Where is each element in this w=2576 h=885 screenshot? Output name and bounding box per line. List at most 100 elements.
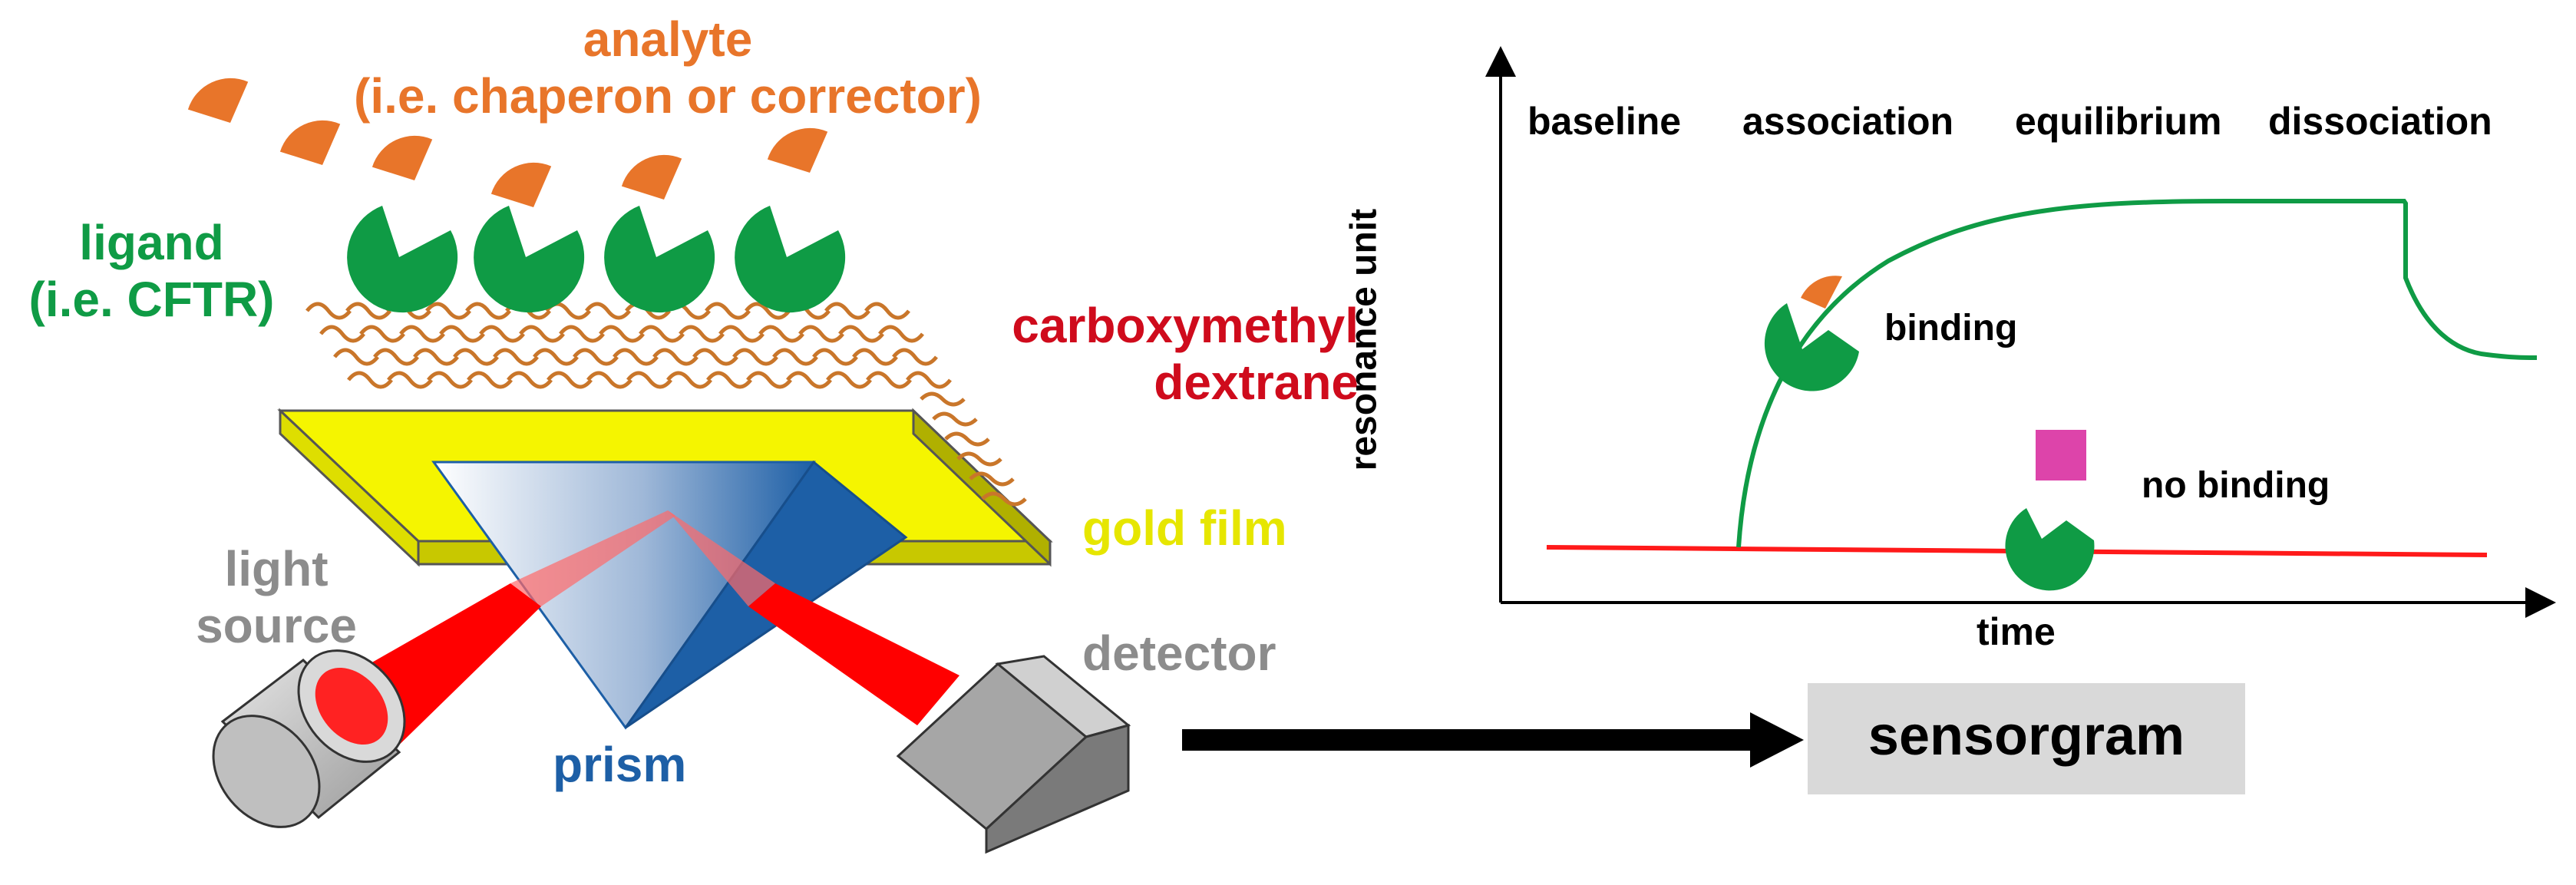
ligand-title: ligand [79,215,224,270]
dextran-strand [798,325,844,343]
dextran-strand [453,348,499,366]
dextran-strand [467,371,513,389]
dextran-strand [732,348,778,366]
analyte-group [187,78,828,207]
dextran-strand [705,302,751,320]
dextran-strand [599,325,645,343]
analyte-label: analyte (i.e. chaperon or corrector) [322,12,1013,124]
phase-baseline: baseline [1527,100,1682,143]
dextran-strand [413,348,459,366]
analyte-title: analyte [583,12,753,67]
light-source-line1: light [224,541,329,596]
dextran-strand [493,348,539,366]
phase-equilibrium: equilibrium [2015,100,2222,143]
binding-complex-icon [1764,276,1859,391]
no-binding-complex-icon [2005,430,2095,591]
dextran-strand [745,302,791,320]
arrow-to-sensorgram-icon [1182,712,1804,768]
dextran-strand [319,325,365,343]
dextran-strand [852,348,898,366]
analyte-icon [621,154,682,200]
dextran-strand [786,371,832,389]
dextran-strand [465,302,511,320]
ligand-icon [735,206,846,313]
dextran-strand [679,325,725,343]
dextran-strand [864,302,910,320]
dextran-strand [772,348,818,366]
dextran-strand [812,348,858,366]
dextran-strand [333,348,379,366]
dextran-strand [507,371,553,389]
dextran-strand [347,371,393,389]
dextran-strand [305,302,352,320]
dextran-strand [944,431,990,447]
dextran-strand [359,325,405,343]
dextran-strand [639,325,685,343]
dextran-strand [718,325,765,343]
ligand-label: ligand (i.e. CFTR) [0,215,303,328]
prism-label: prism [553,737,687,792]
dextran-strand [479,325,525,343]
light-source-line2: source [196,597,357,653]
dextran-strand [932,411,978,427]
sensorgram-label: sensorgram [1868,705,2185,767]
dextran-strand [969,471,1015,487]
dextran-strand [838,325,884,343]
dextran-strand [892,348,938,366]
detector-label: detector [1082,626,1276,681]
dextran-strand [586,371,632,389]
analyte-icon [279,120,341,165]
dextran-strand [906,371,952,389]
light-source-label: light source [161,541,391,654]
analyte-icon [490,162,552,207]
dextran-strand [425,302,471,320]
dextrane-line2: dextrane [1154,354,1359,410]
x-axis-label: time [1977,610,2056,653]
ligand-icon [347,206,458,313]
dextran-strand [706,371,752,389]
dextran-strand [573,348,619,366]
sensorgram-box [1808,683,2245,794]
dextran-strand [387,371,433,389]
dextran-strand [613,348,659,366]
dextran-strand [519,325,565,343]
dextran-strand [533,348,579,366]
phase-dissociation: dissociation [2268,100,2492,143]
analyte-icon [372,135,433,180]
no-binding-label: no binding [2142,465,2330,506]
analyte-icon [767,127,828,173]
dextran-strand [920,391,966,407]
dextran-strand [826,371,872,389]
binding-curve [1736,199,2538,548]
phase-association: association [1742,100,1954,143]
dextran-strand [439,325,485,343]
dextran-strand [399,325,445,343]
dextrane-label: carboxymethyl dextrane [883,298,1359,411]
gold-film-label: gold film [1082,500,1287,556]
ligand-icon [604,206,715,313]
dextran-strand [956,451,1002,467]
dextran-strand [981,491,1027,507]
dextran-strand [824,302,870,320]
dextran-strand [666,371,712,389]
light-source-icon [212,649,406,828]
analyte-subtitle: (i.e. chaperon or corrector) [354,68,982,124]
ligand-icon [474,206,585,313]
dextran-strand [878,325,924,343]
dextran-strand [692,348,738,366]
y-axis-label: resonance unit [1343,208,1385,471]
dextran-strand [758,325,804,343]
dextrane-line1: carboxymethyl [1012,298,1359,353]
dextran-strand [345,302,391,320]
ligand-subtitle: (i.e. CFTR) [28,271,275,327]
dextran-strand [427,371,473,389]
dextran-strand [585,302,631,320]
analyte-icon [187,78,249,123]
dextran-strand [746,371,792,389]
binding-label: binding [1884,308,2018,348]
dextran-strand [626,371,672,389]
ligand-group [347,206,846,313]
dextran-strand [547,371,593,389]
